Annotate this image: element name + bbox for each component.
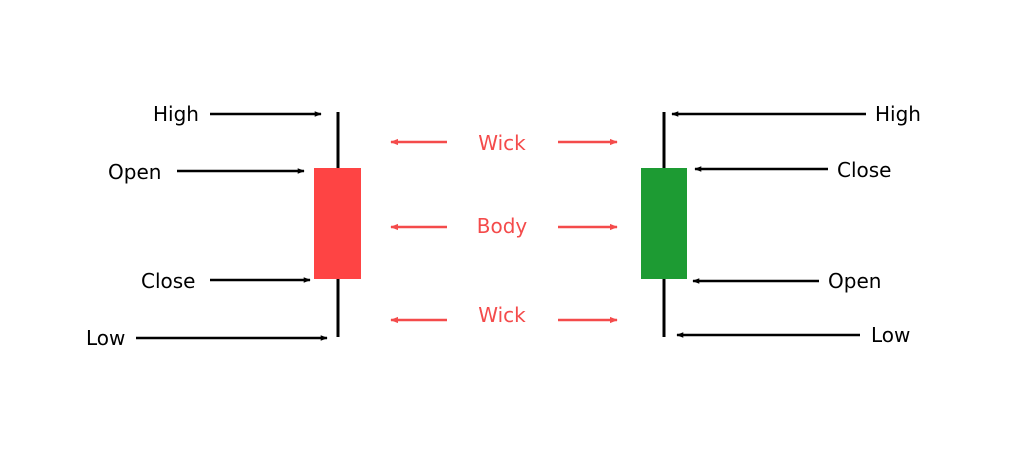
- bullish-open-label: Open: [828, 269, 881, 293]
- bearish-open-label: Open: [108, 160, 161, 184]
- bullish-high-label: High: [875, 102, 921, 126]
- body-label: Body: [477, 214, 528, 238]
- bearish-body: [314, 168, 361, 279]
- lower-wick-label: Wick: [478, 303, 526, 327]
- bullish-body: [641, 168, 687, 279]
- bullish-close-label: Close: [837, 158, 891, 182]
- bullish-candle: [641, 112, 687, 337]
- bullish-low-label: Low: [871, 323, 910, 347]
- bearish-labels: High Open Close Low: [86, 102, 328, 350]
- bearish-candle: [314, 112, 361, 337]
- part-labels: Wick Body Wick: [390, 131, 618, 327]
- bearish-low-label: Low: [86, 326, 125, 350]
- bearish-close-label: Close: [141, 269, 195, 293]
- upper-wick-label: Wick: [478, 131, 526, 155]
- bearish-high-label: High: [153, 102, 199, 126]
- bullish-labels: High Close Open Low: [671, 102, 921, 347]
